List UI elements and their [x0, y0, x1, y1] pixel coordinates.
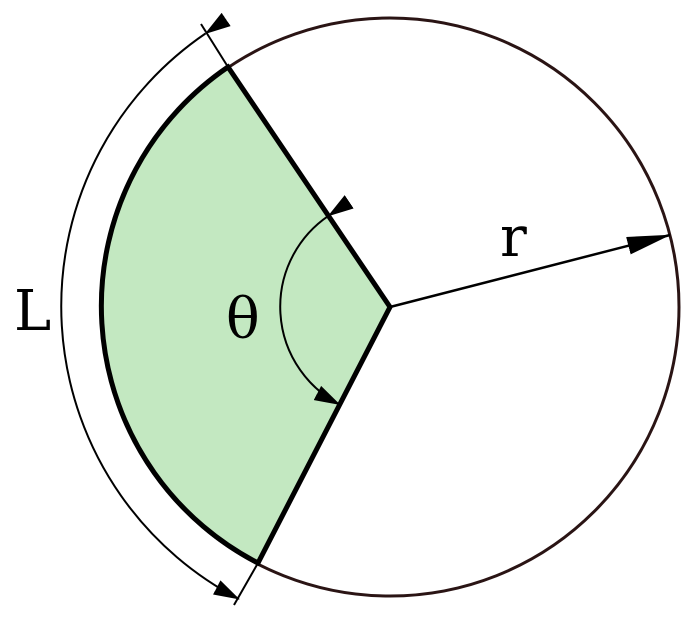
angle-label: θ	[226, 287, 260, 352]
arc-length-arrow	[60, 12, 240, 600]
tick-line-upper	[200, 23, 229, 68]
sector-fill	[98, 63, 393, 567]
radius-label: r	[500, 205, 527, 270]
angle-arrow	[279, 195, 354, 406]
arc-length-label: L	[14, 279, 51, 344]
radius-arrow	[389, 233, 671, 309]
